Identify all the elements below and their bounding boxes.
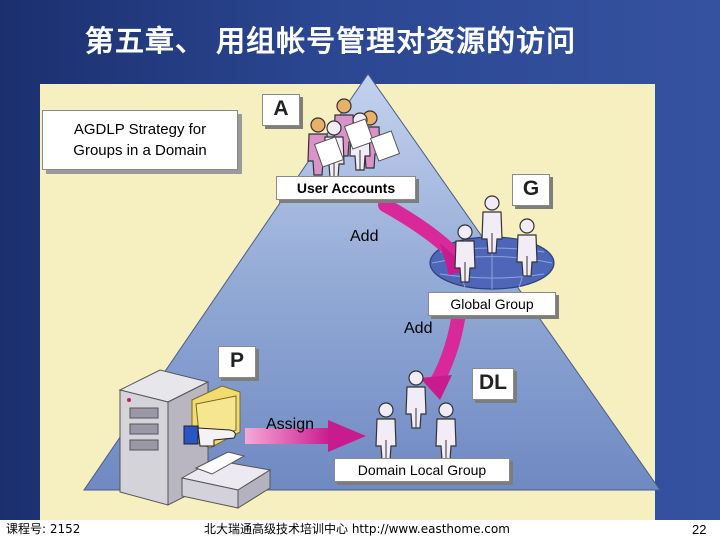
domain-local-group-label: Domain Local Group [334, 458, 510, 482]
user-accounts-label: User Accounts [276, 176, 416, 200]
hand-icon [183, 425, 236, 447]
footer-center-text: 北大瑞通高级技术培训中心 http://www.easthome.com [204, 522, 510, 536]
footer-bar [0, 520, 720, 540]
label-p: P [218, 346, 256, 378]
label-a: A [262, 94, 300, 126]
add-label-1: Add [350, 228, 379, 245]
course-number: 课程号: 2152 [6, 522, 81, 536]
agdlp-strategy-box: AGDLP Strategy for Groups in a Domain [42, 110, 238, 170]
user-accounts-figures [307, 98, 401, 179]
assign-label: Assign [266, 416, 315, 433]
slide-title: 第五章、 用组帐号管理对资源的访问 [85, 24, 577, 58]
printer-icon [180, 451, 272, 509]
global-group-label: Global Group [428, 292, 556, 316]
assign-arrow [245, 428, 330, 444]
add-arrow-to-global [378, 198, 462, 262]
strategy-line-2: Groups in a Domain [73, 142, 207, 159]
label-dl: DL [472, 368, 514, 400]
add-label-2: Add [404, 320, 433, 337]
strategy-line-1: AGDLP Strategy for [73, 121, 207, 138]
label-g: G [512, 174, 550, 206]
page-number: 22 [692, 522, 707, 537]
